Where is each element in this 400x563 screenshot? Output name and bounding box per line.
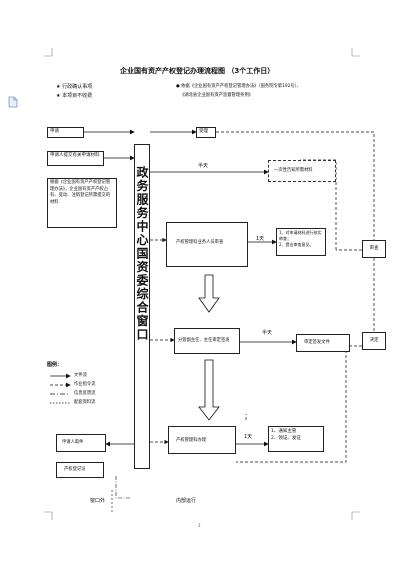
director-review-text: 分管副主任、主任审定签发 <box>178 338 230 343</box>
handle-note-line: 2、领证、发证 <box>271 436 301 441</box>
legend-item: 作业指令流 <box>74 382 96 387</box>
time-label: 1天 <box>256 236 265 242</box>
time-label: 半天 <box>198 163 209 169</box>
certificate-text: 产权登记证 <box>64 467 86 472</box>
legend-item: 配套资料流 <box>74 400 96 405</box>
reject-box: 审查 <box>362 240 386 258</box>
document-icon <box>8 96 18 108</box>
submit-material-box: 申请人提交有关申请材料 <box>47 151 104 166</box>
note-item: ★ 行政确认事项 <box>56 84 93 90</box>
once-notice-box <box>268 160 336 182</box>
page-number: 1 <box>198 524 201 529</box>
basis-text-1: ● 依据《企业国有资产产权登记管理办法》（国务院令第192号）、 <box>176 84 302 89</box>
page-title: 企业国有资产产权登记办理流程图 （3个工作日） <box>120 67 275 75</box>
time-label: 半天 <box>262 330 273 336</box>
certificate-box <box>56 462 104 478</box>
time-label: 1天 <box>244 434 253 440</box>
legend-item: 文件流 <box>74 373 87 378</box>
basis-text-2: 《湖北省企业国有资产监督管理条例》 <box>180 93 254 98</box>
officer-review-box <box>166 222 248 267</box>
legend-item: 信息反馈流 <box>74 391 96 396</box>
applicant-receive-box <box>56 434 106 452</box>
service-window-label: 政务服务中心国资委综合窗口 <box>135 166 149 342</box>
issue-doc-box <box>296 334 350 352</box>
service-window-column <box>134 144 150 469</box>
accept-box: 受理 <box>196 127 216 138</box>
approve-box: 决定 <box>362 332 386 350</box>
handle-note-box: 1、通知主管 2、领证、发证 <box>268 426 324 452</box>
legend-title: 图例： <box>47 362 63 368</box>
apply-box: 申请 <box>47 127 84 138</box>
review-note-box: 1、对申请材料进行核实审查； 2、提出审查意见。 <box>276 228 326 256</box>
handle-text: 产权管理科办理 <box>176 438 207 443</box>
director-review-box <box>174 328 240 354</box>
once-notice-text: 一次性告知所需材料 <box>274 168 313 173</box>
handle-note-line: 1、通知主管 <box>271 429 297 434</box>
inside-label: 内部运行 <box>176 498 197 504</box>
material-desc-box: 根据《企业国有资产产权登记管理办法》，企业国有资产产权占有、变动、注销登记所需提… <box>47 178 117 228</box>
applicant-receive-text: 申请人取件 <box>62 440 84 445</box>
handle-box <box>168 426 236 454</box>
review-note-line: 1、对申请材料进行核实审查； <box>279 230 322 241</box>
note-item: ★ 本项目不收费 <box>56 93 93 99</box>
review-note-line: 2、提出审查意见。 <box>279 242 314 247</box>
issue-doc-text: 审定签发文件 <box>304 340 330 345</box>
officer-review-text: 产权管理科业务人员审查 <box>176 240 224 245</box>
outside-label: 窗口外 <box>90 498 106 504</box>
